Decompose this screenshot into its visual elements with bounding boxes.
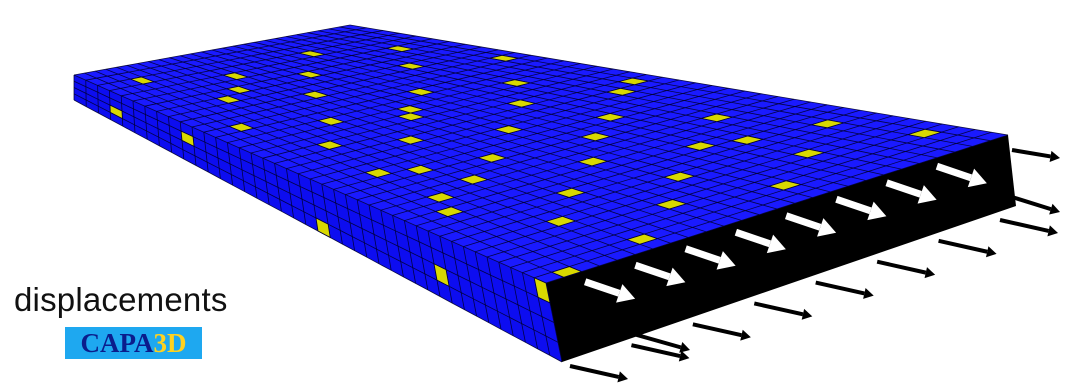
capa3d-logo: CAPA3D	[65, 327, 202, 359]
black-arrow	[1012, 150, 1060, 162]
black-arrow	[570, 366, 628, 382]
caption-displacements: displacements	[14, 283, 228, 316]
black-arrow	[939, 241, 997, 257]
black-arrow	[816, 283, 874, 299]
black-arrow	[693, 324, 751, 340]
logo-part1: CAPA	[81, 328, 154, 358]
black-arrow	[877, 262, 935, 278]
black-arrow	[1012, 197, 1060, 214]
black-arrow	[1000, 220, 1058, 236]
logo-part2: 3D	[153, 328, 186, 358]
black-arrow	[754, 303, 812, 319]
